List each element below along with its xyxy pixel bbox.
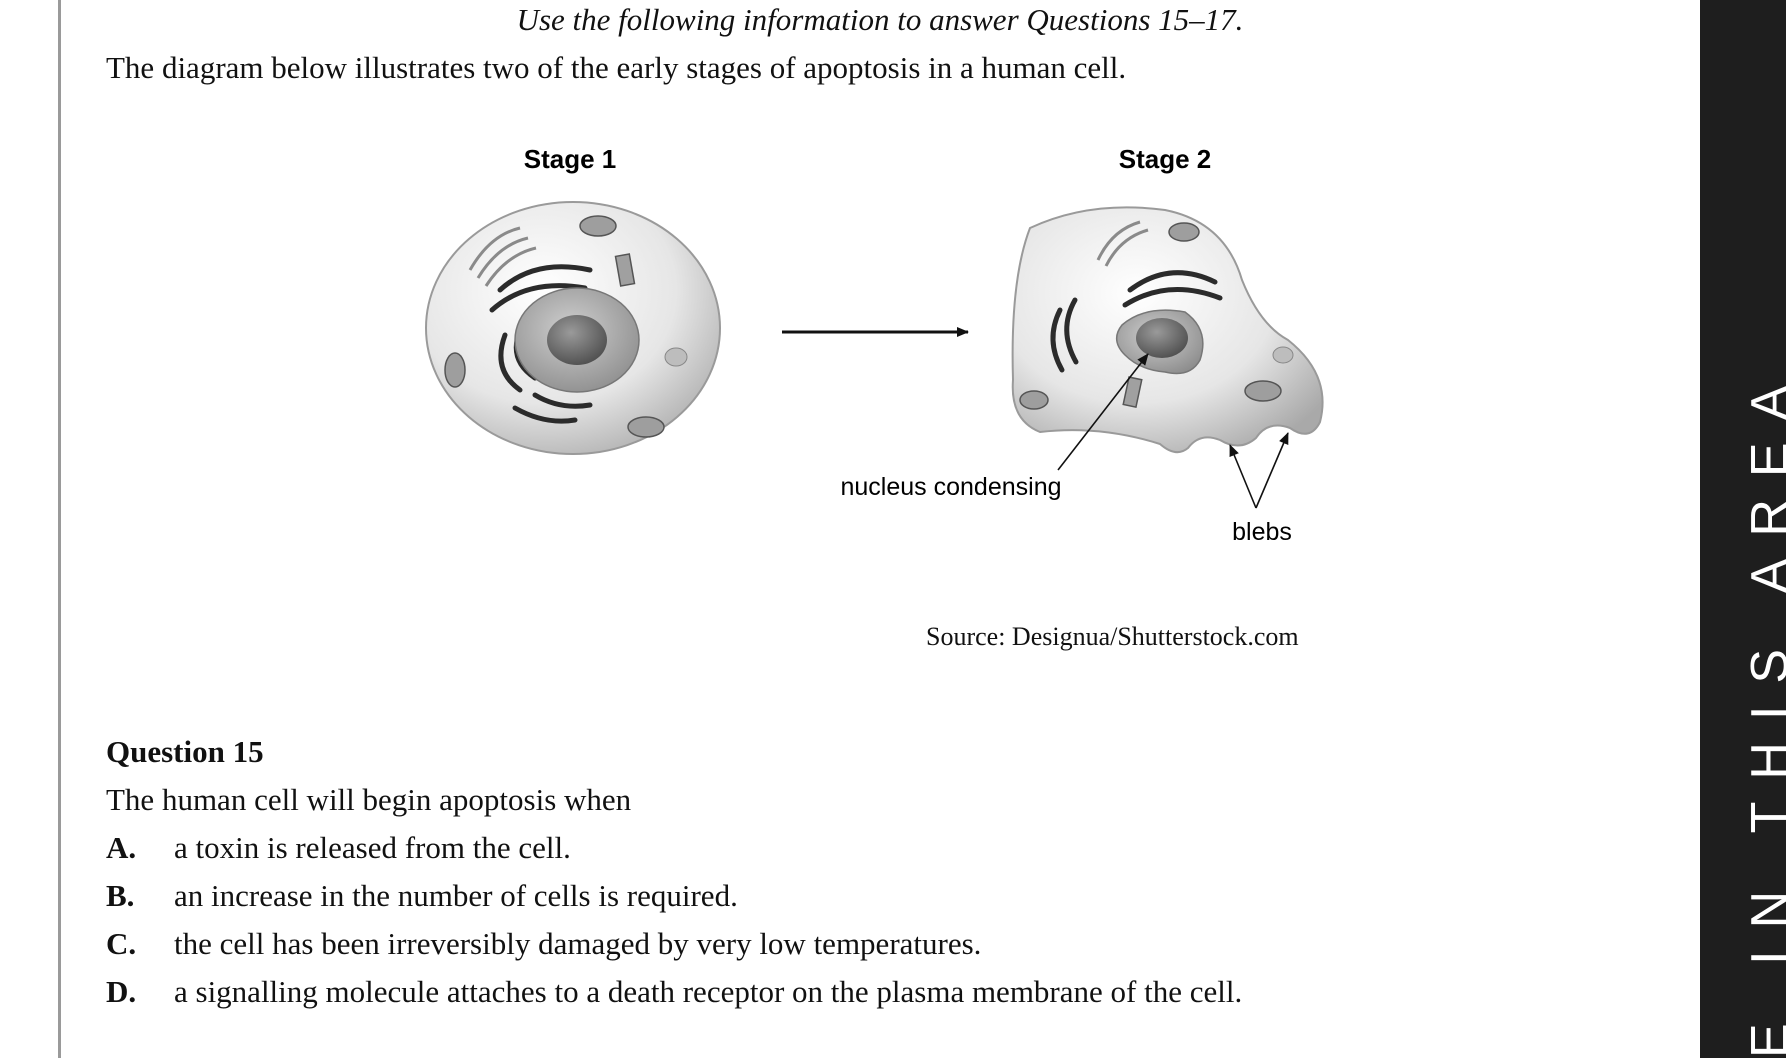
stage2-er — [1050, 270, 1223, 373]
stage2-nucleolus — [1136, 318, 1188, 358]
stage1-mitochondrion — [627, 416, 665, 438]
stage1-nucleolus — [547, 315, 607, 365]
stage1-mitochondrion — [579, 215, 617, 237]
apoptosis-diagram: Stage 1 Stage 2 — [425, 144, 1324, 546]
option-text: a toxin is released from the cell. — [174, 830, 571, 865]
option-letter: B. — [106, 878, 135, 913]
blebs-label: blebs — [1232, 518, 1292, 546]
image-source: Source: Designua/Shutterstock.com — [926, 622, 1299, 651]
answer-options: A. a toxin is released from the cell. B.… — [106, 830, 1242, 1022]
stage1-mitochondrion — [444, 352, 466, 388]
option-text: the cell has been irreversibly damaged b… — [174, 926, 982, 961]
stage2-mitochondrion — [1019, 390, 1049, 410]
left-margin-rule — [58, 0, 61, 1058]
stage1-golgi — [468, 226, 537, 287]
nucleus-pointer — [1057, 353, 1149, 471]
option-text: a signalling molecule attaches to a deat… — [174, 974, 1243, 1009]
stage1-label: Stage 1 — [524, 144, 617, 174]
stage2-mitochondrion — [1244, 380, 1282, 402]
stage2-centriole — [1122, 376, 1143, 409]
stage1-cell — [425, 201, 721, 455]
nucleus-condensing-label: nucleus condensing — [841, 473, 1062, 501]
option-text: an increase in the number of cells is re… — [174, 878, 738, 913]
bleb-pointer — [1255, 432, 1289, 509]
margin-band: E IN THIS AREA — [1700, 0, 1786, 1058]
stage1-centriole — [614, 253, 636, 287]
option-letter: A. — [106, 830, 137, 865]
intro-instruction: Use the following information to answer … — [516, 2, 1244, 37]
stage2-label: Stage 2 — [1119, 144, 1212, 174]
question-title: Question 15 — [106, 734, 264, 769]
option-d[interactable]: D. a signalling molecule attaches to a d… — [106, 974, 1242, 1022]
bleb-pointer — [1229, 444, 1257, 509]
question-stem: The human cell will begin apoptosis when — [106, 782, 632, 817]
stage2-golgi — [1096, 220, 1149, 267]
option-letter: D. — [106, 974, 137, 1009]
stage1-vesicle — [664, 347, 688, 367]
stage2-cell — [1011, 206, 1324, 454]
margin-band-text: E IN THIS AREA — [1741, 363, 1786, 1058]
option-a[interactable]: A. a toxin is released from the cell. — [106, 830, 1242, 878]
option-b[interactable]: B. an increase in the number of cells is… — [106, 878, 1242, 926]
option-c[interactable]: C. the cell has been irreversibly damage… — [106, 926, 1242, 974]
diagram-description: The diagram below illustrates two of the… — [106, 50, 1127, 85]
stage2-vesicle — [1272, 346, 1294, 364]
stage2-mitochondrion — [1168, 222, 1200, 242]
option-letter: C. — [106, 926, 137, 961]
